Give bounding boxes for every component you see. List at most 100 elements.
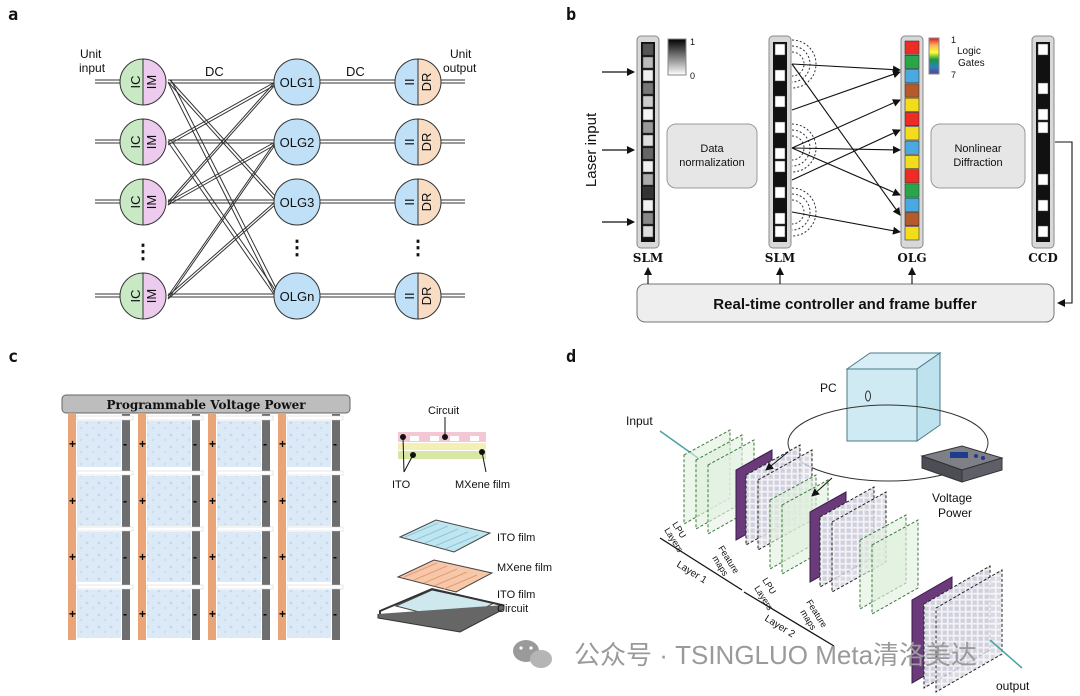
olg-cell [904, 112, 920, 127]
plus-sign: + [69, 494, 76, 508]
electrode-busline [216, 584, 274, 590]
minus-sign: - [333, 494, 337, 508]
plus-sign: + [209, 437, 216, 451]
minus-sign: - [333, 437, 337, 451]
svg-text:II: II [402, 198, 417, 205]
olg-cell [904, 126, 920, 141]
electrode-cell [147, 421, 191, 467]
watermark-text: 公众号 · TSINGLUO Meta清洛美达 [574, 640, 977, 670]
wechat-icon [513, 640, 552, 668]
electrode-busline [286, 415, 344, 421]
olg-cell [904, 226, 920, 241]
svg-text:IM: IM [144, 135, 159, 149]
electrode-busline [146, 470, 204, 476]
electrode-cell [287, 421, 331, 467]
plus-sign: + [69, 550, 76, 564]
output-label: output [996, 679, 1030, 693]
plus-sign: + [139, 494, 146, 508]
positive-electrode [138, 414, 146, 640]
input-label: Input [626, 414, 653, 428]
ccd-pixels [1037, 43, 1049, 238]
ito-film-top [398, 519, 492, 553]
electrode-cell [77, 590, 121, 638]
panel-d: d PC Voltage Power Input [566, 347, 1030, 693]
minus-sign: - [263, 437, 267, 451]
ellipsis-dots: ⋮ [408, 237, 428, 259]
svg-text:Nonlinear: Nonlinear [954, 143, 1001, 155]
svg-text:normalization: normalization [679, 157, 744, 169]
plus-sign: + [139, 437, 146, 451]
dc-label-left: DC [205, 64, 224, 79]
output-beam [989, 639, 1023, 669]
ii-dr-column: II DR II DR II DR ⋮ II DR [394, 58, 442, 320]
slm1-label: SLM [633, 251, 663, 265]
plus-sign: + [69, 437, 76, 451]
electrode-busline [146, 526, 204, 532]
olg-cell [904, 197, 920, 212]
olg-cell [904, 212, 920, 227]
slm2-pixels [774, 43, 786, 238]
slm1-column: SLM [633, 35, 663, 265]
plus-sign: + [279, 437, 286, 451]
ellipsis-dots: ⋮ [133, 241, 153, 263]
electrode-busline [286, 584, 344, 590]
svg-text:IC: IC [128, 196, 143, 209]
stack-label-circuit: Circuit [497, 603, 528, 615]
plus-sign: + [279, 550, 286, 564]
olg-label-b: OLG [897, 251, 926, 265]
olg-cell [904, 140, 920, 155]
panel-b: b Laser input [566, 5, 1073, 323]
ic-im-node: IC IM [119, 118, 167, 166]
minus-sign: - [123, 607, 127, 621]
electrode-cell [287, 590, 331, 638]
svg-text:DR: DR [419, 287, 434, 306]
svg-text:DR: DR [419, 73, 434, 92]
ccd-column: CCD [1028, 35, 1058, 265]
svg-text:Logic: Logic [957, 46, 981, 57]
minus-sign: - [193, 437, 197, 451]
ic-im-node: IC IM [119, 272, 167, 320]
positive-electrode [278, 414, 286, 640]
olg-cell [904, 154, 920, 169]
electrode-array: +-+-+-+-+-+-+-+-+-+-+-+-+-+-+-+- [68, 414, 344, 640]
plus-sign: + [209, 550, 216, 564]
plus-sign: + [69, 607, 76, 621]
plus-sign: + [139, 550, 146, 564]
electrode-cell [77, 532, 121, 582]
unit-output-label: Unit output [443, 47, 477, 75]
ccd-label: CCD [1028, 251, 1058, 265]
electrode-busline [76, 584, 134, 590]
svg-text:Layer 2: Layer 2 [762, 613, 796, 640]
svg-text:IM: IM [144, 75, 159, 89]
output-slabs [911, 565, 1003, 693]
unit-input-label: Unit input [79, 47, 106, 75]
electrode-busline [76, 415, 134, 421]
waveguides [95, 79, 465, 300]
electrode-cell [217, 532, 261, 582]
ii-dr-node: II DR [394, 58, 442, 106]
ii-dr-node: II DR [394, 118, 442, 166]
panel-a-letter: a [8, 5, 18, 25]
plus-sign: + [279, 494, 286, 508]
ellipsis-dots: ⋮ [287, 237, 307, 259]
olg-cell [904, 69, 920, 84]
plus-sign: + [209, 494, 216, 508]
svg-text:Power: Power [938, 506, 972, 520]
slm-to-olg-arrows [791, 63, 901, 235]
svg-text:DR: DR [419, 133, 434, 152]
minus-sign: - [193, 494, 197, 508]
svg-text:Gates: Gates [958, 58, 985, 69]
electrode-cell [147, 532, 191, 582]
voltage-power-device: Voltage Power [920, 445, 1004, 520]
data-normalization-box: Data normalization [666, 123, 758, 189]
svg-text:Real-time controller and frame: Real-time controller and frame buffer [713, 296, 977, 313]
electrode-busline [286, 526, 344, 532]
ito-film-bottom [377, 587, 505, 633]
panel-a: a Unit input Unit output DC DC [8, 5, 477, 320]
svg-text:1: 1 [951, 35, 956, 45]
svg-text:IC: IC [128, 290, 143, 303]
svg-text:Layer 1: Layer 1 [674, 559, 708, 586]
stack-label-mxene-film: MXene film [497, 562, 552, 574]
ic-im-node: IC IM [119, 178, 167, 226]
connection-loop [787, 404, 989, 482]
